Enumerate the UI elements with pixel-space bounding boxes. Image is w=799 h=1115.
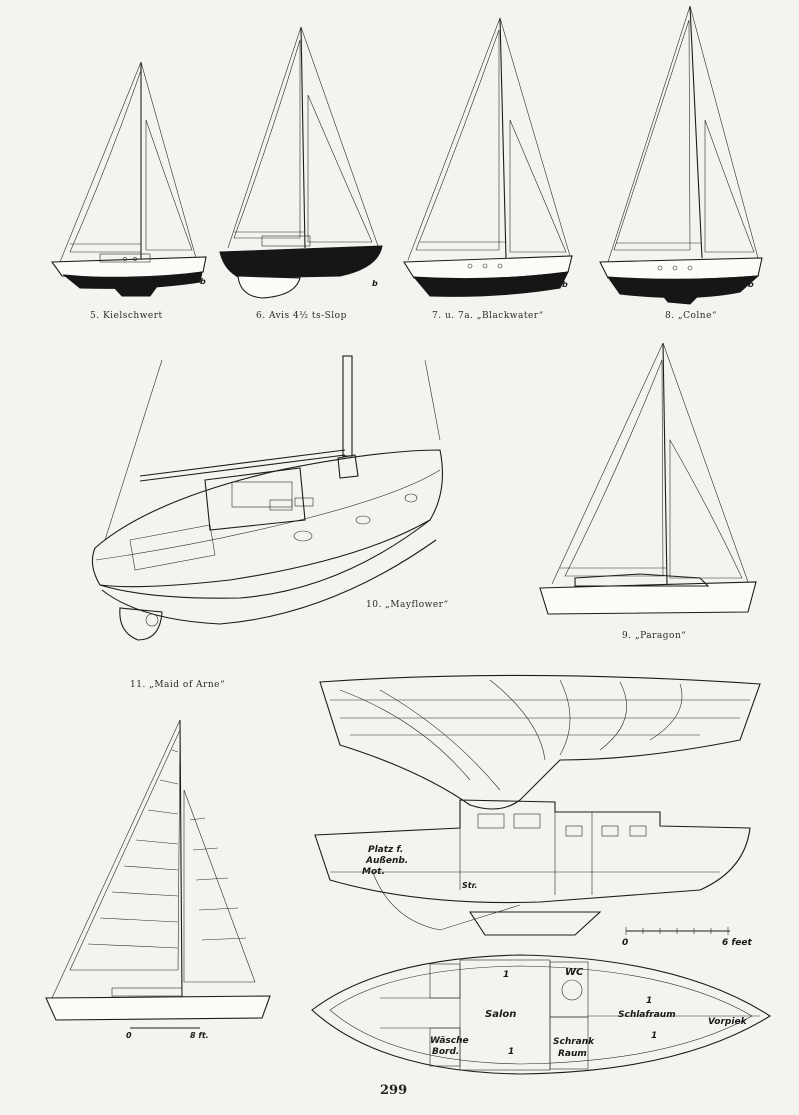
caption-fig5: 5. Kielschwert — [90, 311, 163, 321]
scale-large-zero: 0 — [622, 938, 628, 948]
side-mark: b — [748, 280, 754, 289]
side-mark: b — [372, 279, 378, 288]
scale-small-end: 8 ft. — [190, 1031, 209, 1040]
scale-small-zero: 0 — [126, 1031, 132, 1040]
caption-fig8: 8. „Colne“ — [665, 311, 718, 321]
label-schlafraum: Schlafraum — [618, 1010, 676, 1020]
boat-maid-of-arne-drawing — [45, 719, 271, 1029]
label-wc: WC — [565, 967, 584, 978]
label-platz: Platz f. — [368, 845, 403, 855]
label-aussenb: Außenb. — [365, 856, 408, 866]
label-berth-1c: 1 — [646, 996, 652, 1006]
page-number: 299 — [380, 1083, 408, 1098]
scale-bar-large — [625, 927, 730, 935]
caption-fig7: 7. u. 7a. „Blackwater“ — [432, 311, 544, 321]
lines-plan-drawing — [319, 674, 761, 810]
scale-large-end: 6 feet — [722, 938, 753, 948]
side-mark: b — [200, 277, 206, 286]
label-berth-1a: 1 — [503, 970, 509, 980]
deck-plan-drawing — [311, 954, 772, 1075]
label-salon: Salon — [485, 1009, 516, 1020]
boat-mayflower-drawing — [91, 355, 443, 641]
boat-colne-drawing — [599, 5, 763, 305]
label-vorpiek: Vorpiek — [708, 1017, 748, 1027]
label-bord: Bord. — [432, 1047, 459, 1057]
label-berth-1d: 1 — [651, 1031, 657, 1041]
caption-fig11: 11. „Maid of Arne“ — [130, 680, 226, 690]
caption-fig9: 9. „Paragon“ — [622, 631, 687, 641]
label-raum: Raum — [558, 1049, 587, 1059]
profile-plan-drawing — [314, 799, 751, 936]
side-mark: b — [562, 280, 568, 289]
label-waesche: Wäsche — [430, 1036, 469, 1046]
label-schrank: Schrank — [553, 1037, 595, 1047]
label-str: Str. — [462, 881, 477, 890]
boat-kielschwert-drawing — [50, 61, 207, 297]
boat-paragon-drawing — [539, 342, 757, 615]
label-mot: Mot. — [362, 867, 385, 877]
caption-fig6: 6. Avis 4½ ts-Slop — [256, 311, 347, 321]
caption-fig10: 10. „Mayflower“ — [366, 600, 449, 610]
boat-avis-drawing — [219, 26, 383, 299]
boat-blackwater-drawing — [403, 17, 573, 297]
label-berth-1b: 1 — [508, 1047, 514, 1057]
